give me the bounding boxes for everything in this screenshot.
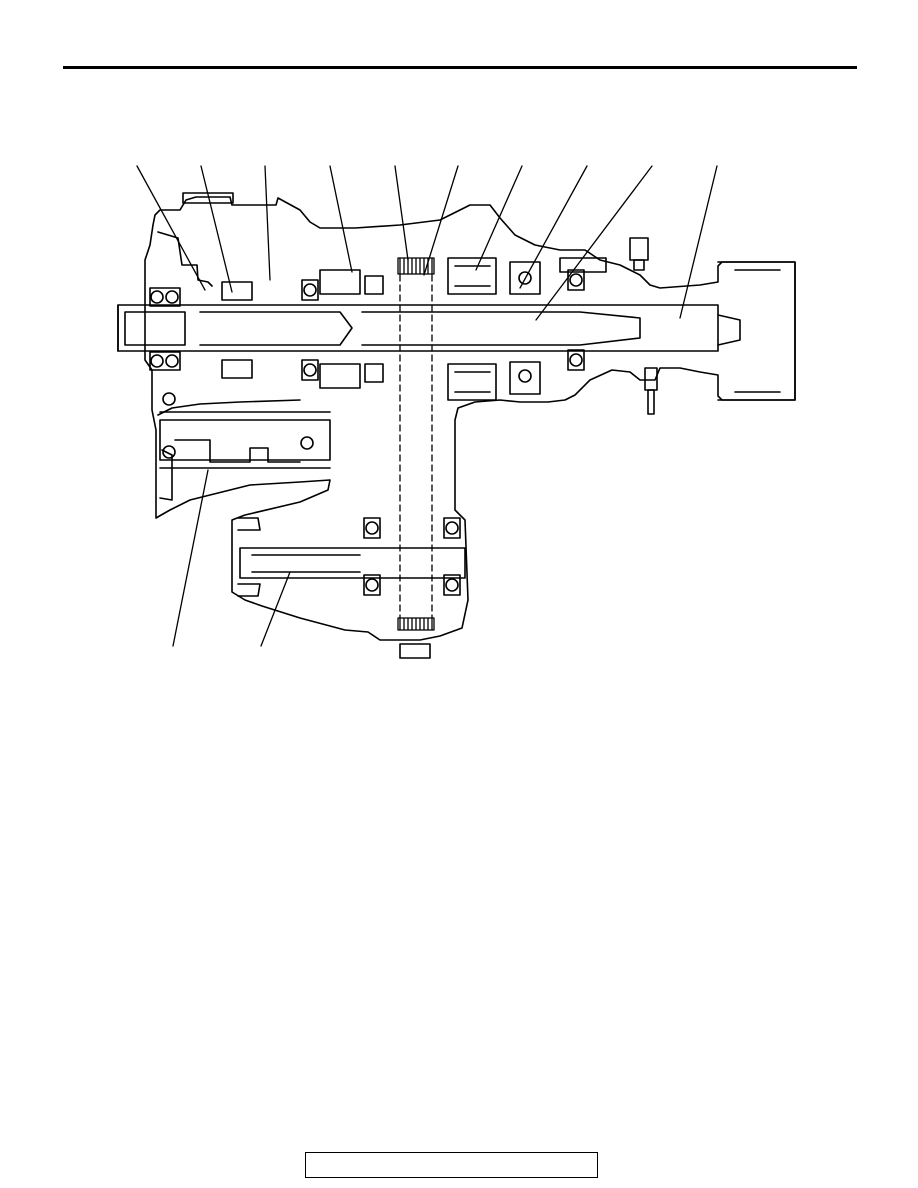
header-rule [63, 66, 857, 69]
front-output-shaft [237, 517, 466, 597]
shift-rail [182, 192, 607, 659]
leader-lines-top [136, 165, 718, 321]
synchronizer [221, 269, 384, 389]
rear-output-flange [717, 261, 796, 401]
clutch-assembly [447, 257, 541, 401]
leader-lines-bottom [172, 469, 291, 647]
main-housing [144, 196, 796, 641]
footer-box [305, 1152, 598, 1178]
drive-chain [399, 274, 433, 619]
drive-sprocket [397, 257, 435, 631]
counter-shaft [159, 411, 331, 469]
transfer-case-cross-section-diagram [117, 165, 796, 659]
main-shaft [117, 304, 741, 352]
speed-sensor [629, 237, 658, 415]
bearings [149, 269, 585, 596]
